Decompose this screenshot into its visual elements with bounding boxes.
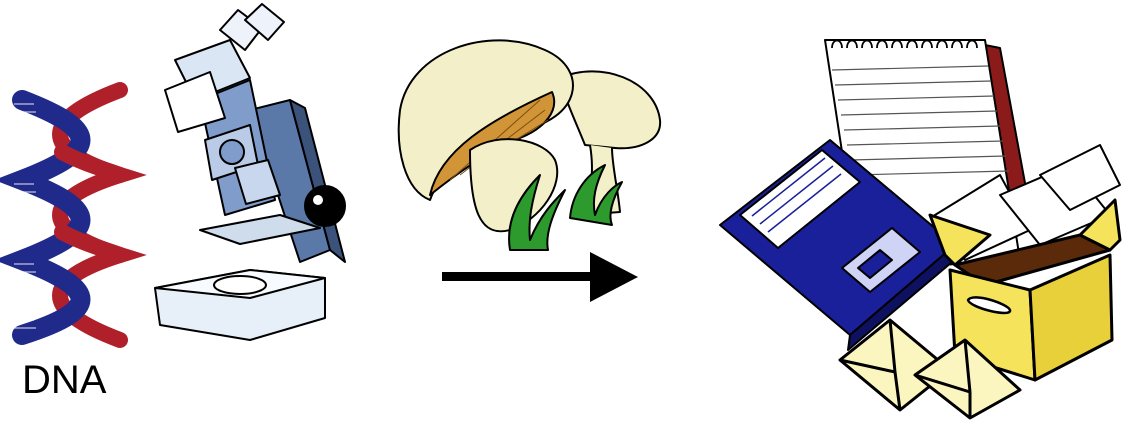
microscope-icon [155, 4, 345, 340]
mushroom-icon [399, 40, 660, 250]
right-arrow-icon [442, 252, 638, 302]
dna-caption: DNA [22, 360, 106, 400]
dna-double-helix-icon [14, 90, 120, 340]
